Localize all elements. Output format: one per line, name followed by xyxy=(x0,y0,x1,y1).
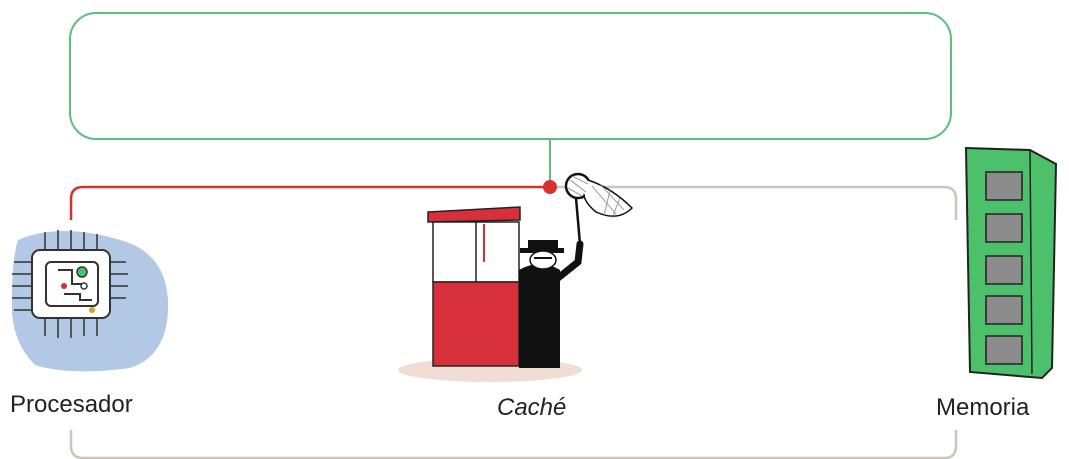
memory-module-icon xyxy=(966,148,1056,378)
top-text-box xyxy=(70,13,951,139)
bottom-bracket-line xyxy=(71,430,956,458)
cache-label: Caché xyxy=(497,394,566,422)
memory-label: Memoria xyxy=(936,394,1029,422)
butterfly-net-icon xyxy=(566,174,632,244)
junction-dot xyxy=(543,180,557,194)
processor-label: Procesador xyxy=(10,391,133,419)
processor-chip-icon xyxy=(12,230,168,371)
guard-booth-icon xyxy=(398,207,582,382)
